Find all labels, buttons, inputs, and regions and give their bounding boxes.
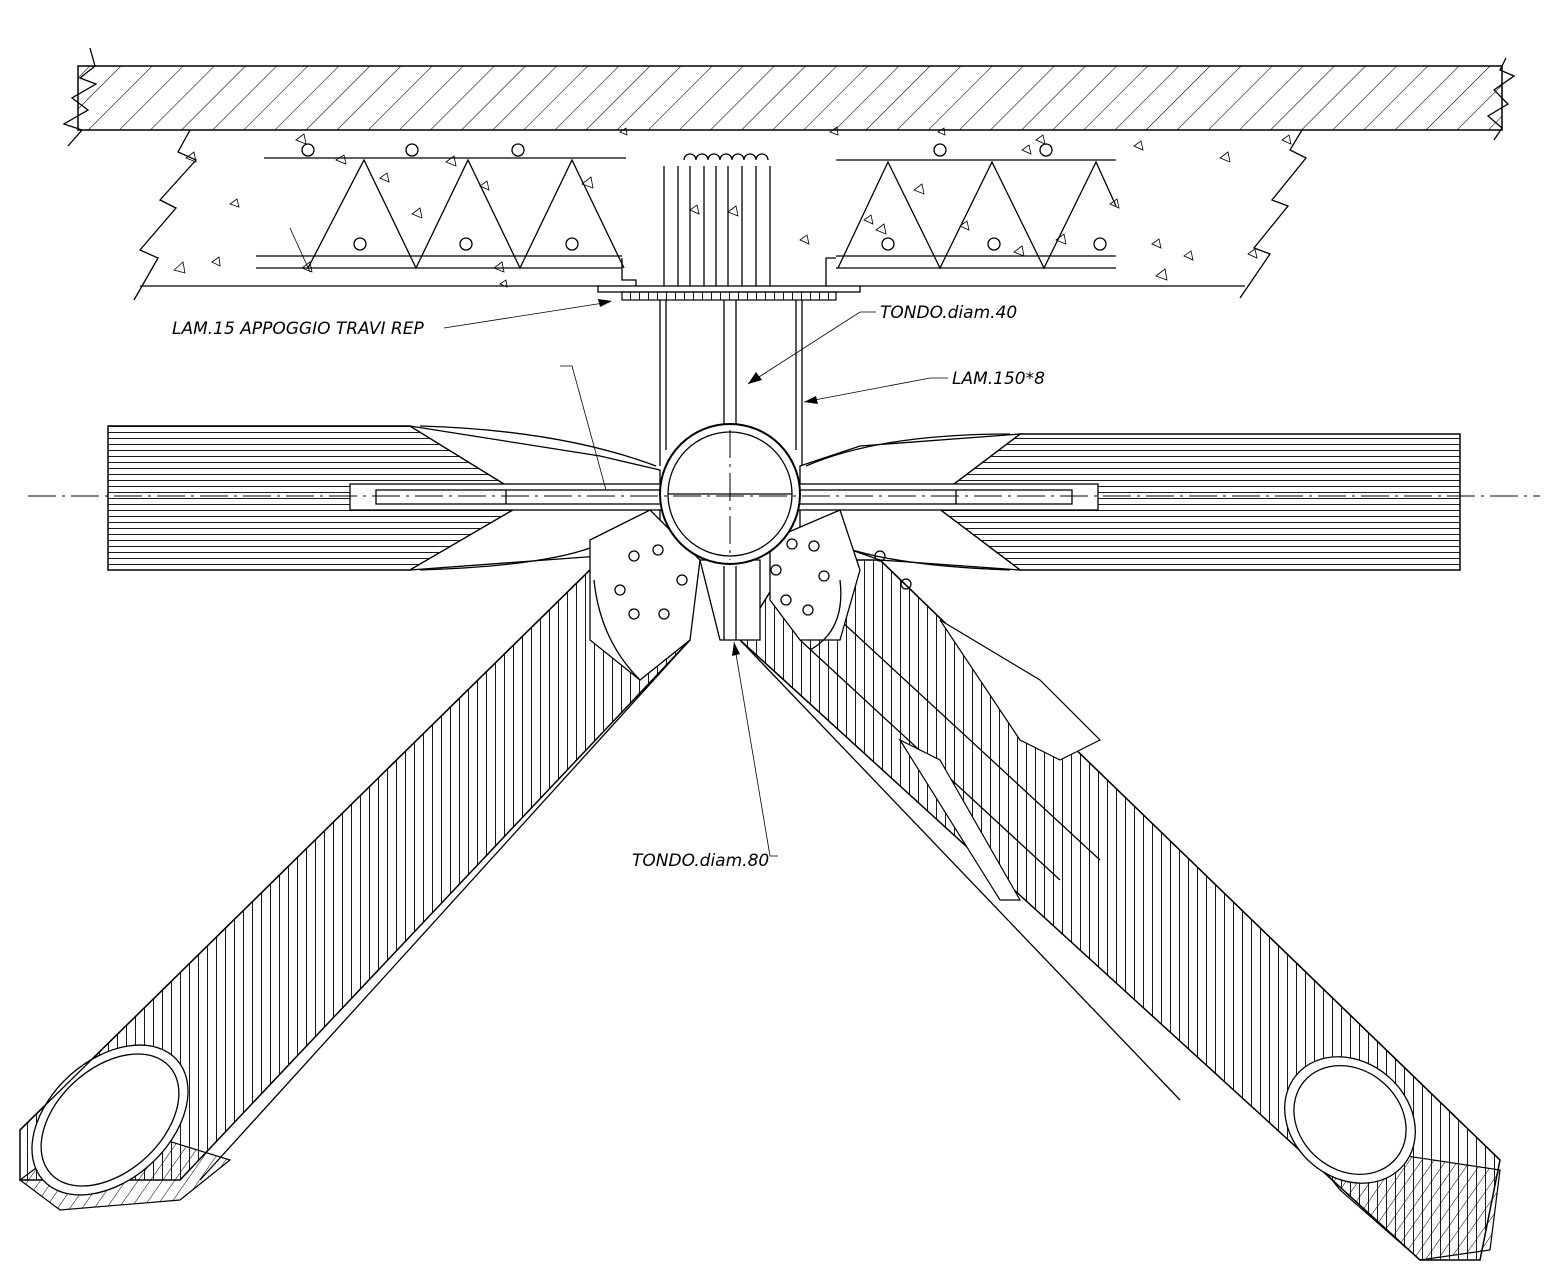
center-lines <box>28 430 1540 560</box>
rebar-circles <box>301 143 1107 251</box>
vertical-post <box>659 300 803 466</box>
left-diagonal-tube <box>19 558 692 1211</box>
aggregate-marks <box>173 126 1292 288</box>
left-truss <box>256 157 637 286</box>
left-bolts <box>614 544 688 620</box>
label-tondo40: TONDO.diam.40 <box>880 303 1017 323</box>
left-gusset <box>589 509 701 681</box>
bottom-node <box>699 559 761 641</box>
left-beam <box>107 425 661 571</box>
right-bolts <box>770 538 912 616</box>
right-gusset <box>769 509 912 651</box>
bearing-plate <box>597 285 861 301</box>
slab-top <box>62 47 1516 147</box>
vertical-rods <box>663 153 771 286</box>
annotations <box>443 299 948 857</box>
right-truss <box>825 159 1117 286</box>
right-diagonal-tube <box>739 559 1501 1261</box>
label-tondo80: TONDO.diam.80 <box>632 851 769 871</box>
label-lam150: LAM.150*8 <box>952 369 1045 389</box>
concrete-band <box>133 126 1308 301</box>
label-lam15: LAM.15 APPOGGIO TRAVI REP <box>172 319 424 339</box>
